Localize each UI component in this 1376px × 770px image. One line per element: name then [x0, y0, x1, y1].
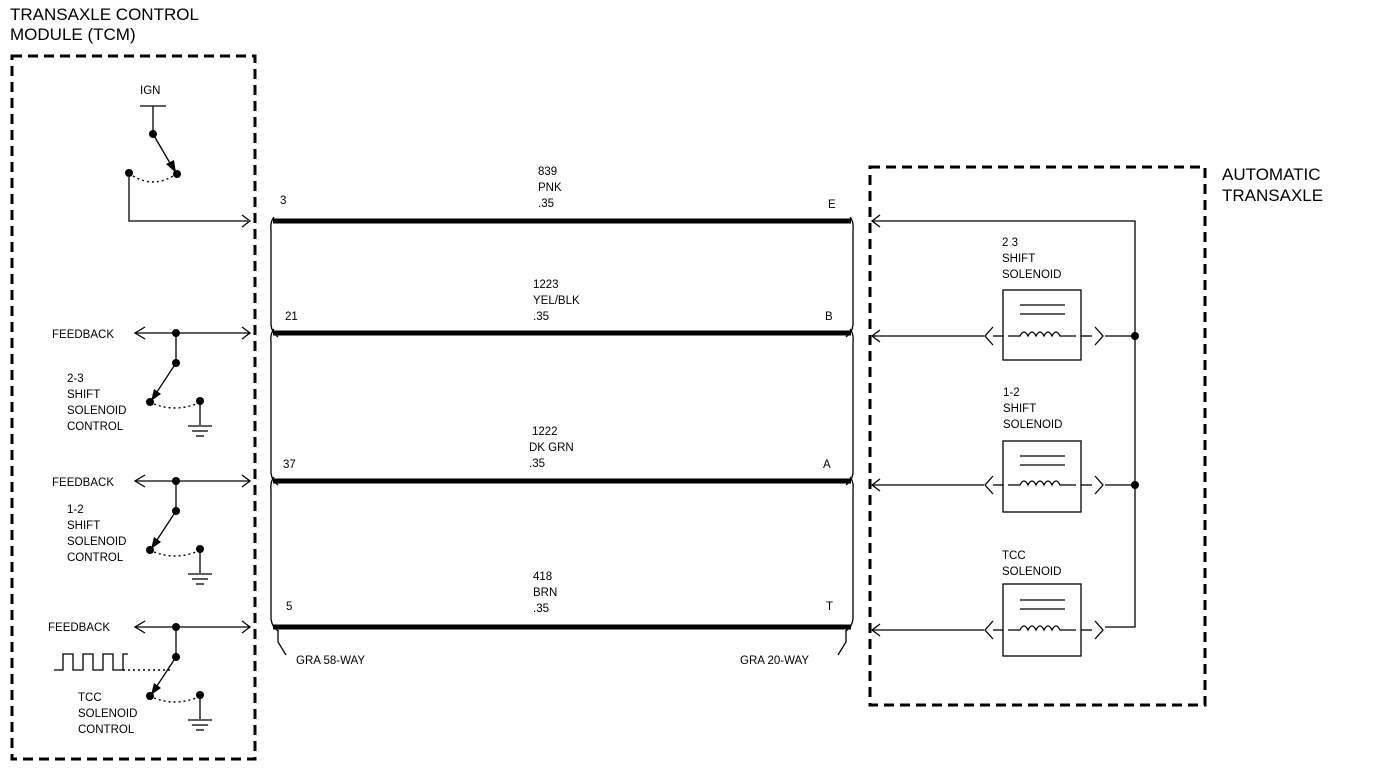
tcm-pin-37: 37: [283, 459, 296, 471]
solenoid-3-line2: SOLENOID: [1002, 566, 1061, 578]
ign-label: IGN: [140, 85, 160, 97]
transaxle-boundary: [868, 165, 1207, 707]
wire-418-gauge: .35: [533, 603, 549, 615]
solenoid-2-line2: SHIFT: [1003, 403, 1036, 415]
transaxle-pin-A: A: [823, 459, 831, 471]
solenoid-1-2: [870, 440, 1104, 513]
wire-1222-circuit: 1222: [532, 426, 558, 438]
solenoid-tcc: [870, 583, 1104, 657]
transaxle-feed-wire: [870, 214, 1139, 628]
wire-1223-color: YEL/BLK: [533, 295, 580, 307]
ign-switch: [125, 105, 252, 228]
control-3-line1: TCC: [78, 692, 102, 704]
tcm-connector-label: GRA 58-WAY: [296, 655, 365, 667]
control-1-line3: SOLENOID: [67, 405, 126, 417]
tcm-feedback-row-2: FEEDBACK: [52, 474, 252, 585]
transaxle-title-line2: TRANSAXLE: [1222, 186, 1323, 205]
harness: [270, 216, 854, 656]
control-3-line3: CONTROL: [78, 724, 135, 736]
solenoid-2-line3: SOLENOID: [1003, 419, 1062, 431]
wire-1222-gauge: .35: [529, 458, 545, 470]
control-2-line4: CONTROL: [67, 552, 124, 564]
transaxle-pin-T: T: [826, 601, 833, 613]
solenoid-2-3: [870, 289, 1104, 361]
wire-839-gauge: .35: [538, 198, 554, 210]
tcm-pin-3: 3: [280, 195, 286, 207]
tcm-title-line1: TRANSAXLE CONTROL: [10, 5, 199, 24]
transaxle-pin-B: B: [825, 311, 833, 323]
wire-418-color: BRN: [533, 587, 557, 599]
feedback-label-3: FEEDBACK: [48, 622, 110, 634]
control-2-line3: SOLENOID: [67, 536, 126, 548]
tcm-pin-5: 5: [286, 601, 292, 613]
control-1-line2: SHIFT: [67, 389, 100, 401]
solenoid-1-line3: SOLENOID: [1002, 269, 1061, 281]
pwm-waveform-icon: [54, 653, 128, 671]
feedback-label-1: FEEDBACK: [52, 329, 114, 341]
control-2-line2: SHIFT: [67, 520, 100, 532]
control-2-line1: 1-2: [67, 504, 84, 516]
solenoid-3-line1: TCC: [1002, 550, 1026, 562]
solenoid-1-line1: 2 3: [1002, 237, 1018, 249]
wire-418-circuit: 418: [533, 571, 552, 583]
tcm-pin-21: 21: [285, 311, 298, 323]
wire-839-color: PNK: [538, 182, 562, 194]
solenoid-2-line1: 1-2: [1003, 387, 1020, 399]
tcm-boundary: [10, 54, 257, 761]
wire-839-circuit: 839: [538, 166, 557, 178]
control-3-line2: SOLENOID: [78, 708, 137, 720]
solenoid-1-line2: SHIFT: [1002, 253, 1035, 265]
wire-1222-color: DK GRN: [529, 442, 574, 454]
wire-1223-gauge: .35: [533, 311, 549, 323]
control-1-line1: 2-3: [67, 373, 84, 385]
feedback-label-2: FEEDBACK: [52, 477, 114, 489]
control-1-line4: CONTROL: [67, 421, 124, 433]
tcm-feedback-row-3: FEEDBACK: [48, 620, 252, 731]
tcm-title-line2: MODULE (TCM): [10, 25, 136, 44]
tcm-feedback-row-1: FEEDBACK: [52, 326, 252, 437]
transaxle-pin-E: E: [828, 199, 836, 211]
transaxle-connector-label: GRA 20-WAY: [740, 655, 809, 667]
wire-1223-circuit: 1223: [533, 279, 559, 291]
transaxle-title-line1: AUTOMATIC: [1222, 165, 1321, 184]
